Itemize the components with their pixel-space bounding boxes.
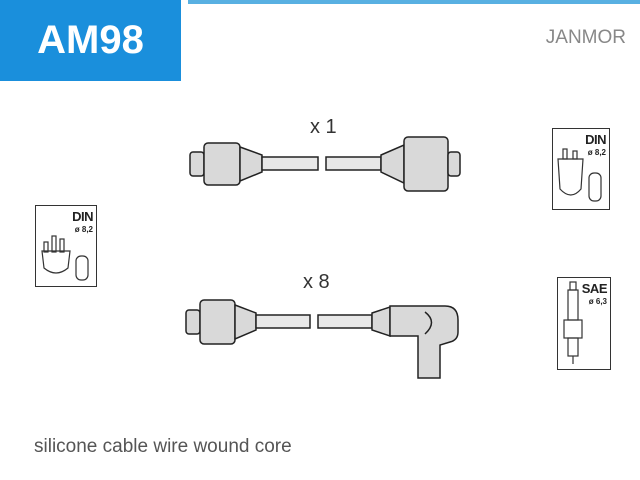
cable-2 xyxy=(185,299,459,379)
badge-diameter: ø 8,2 xyxy=(587,148,606,157)
spark-plug-icon xyxy=(563,281,583,364)
badge-standard: SAE xyxy=(581,281,608,296)
spark-plug-sae-badge: SAE ø 6,3 xyxy=(557,277,611,370)
cable-2-quantity: x 8 xyxy=(303,271,330,293)
badge-diameter: ø 6,3 xyxy=(588,297,607,306)
distributor-cap-icon xyxy=(41,235,89,281)
badge-standard: DIN xyxy=(585,132,606,147)
badge-diameter: ø 8,2 xyxy=(74,225,93,234)
header-divider xyxy=(188,0,640,4)
cable-1 xyxy=(189,136,461,192)
distributor-din-badge-left: DIN ø 8,2 xyxy=(35,205,97,287)
distributor-cap-icon xyxy=(557,148,602,202)
distributor-din-badge-right: DIN ø 8,2 xyxy=(552,128,610,210)
product-caption: silicone cable wire wound core xyxy=(34,436,292,457)
cable-1-quantity: x 1 xyxy=(310,116,337,138)
brand-name: JANMOR xyxy=(545,27,626,48)
badge-standard: DIN xyxy=(72,209,93,224)
part-code-badge: AM98 xyxy=(0,0,181,81)
